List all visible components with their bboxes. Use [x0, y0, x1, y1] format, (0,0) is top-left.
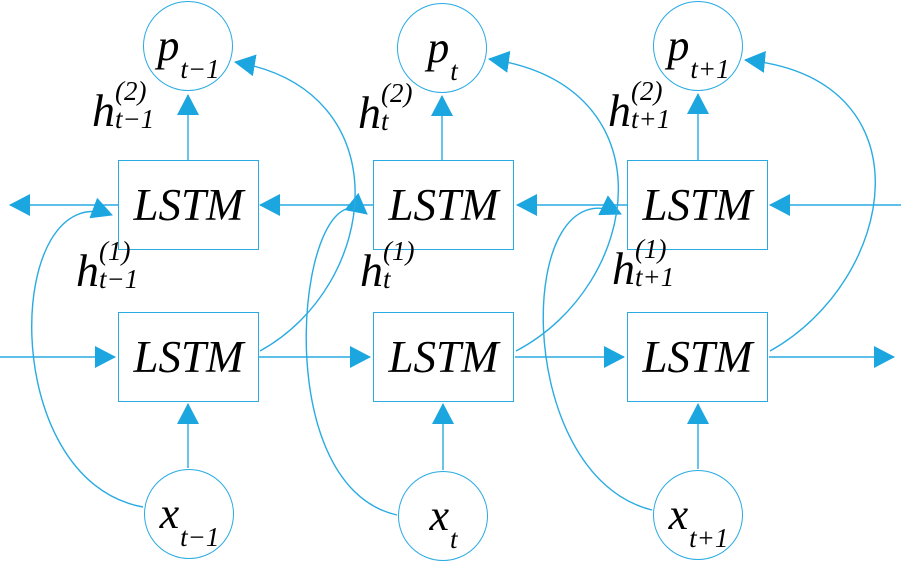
output-node-p-t: pt — [397, 3, 487, 93]
hidden-label-h1-t+1: h(1)t+1 — [612, 234, 675, 294]
backward-lstm-t: LSTM — [373, 160, 514, 250]
input-node-x-t+1: xt+1 — [653, 470, 743, 560]
input-node-x-t-1: xt−1 — [144, 469, 234, 559]
lstm-label: LSTM — [642, 331, 753, 382]
backward-lstm-t-1: LSTM — [118, 160, 259, 250]
arc-x-t+1-to-backward-lstm — [542, 195, 653, 511]
input-node-x-t: xt — [398, 471, 488, 561]
arc-forward-lstm-t+1-to-p — [744, 50, 876, 352]
lstm-label: LSTM — [133, 331, 244, 382]
lstm-label: LSTM — [388, 179, 499, 230]
input-label: xt+1 — [668, 490, 729, 553]
input-label: xt−1 — [159, 489, 220, 552]
hidden-label-h1-t-1: h(1)t−1 — [76, 236, 139, 296]
output-node-p-t-1: pt−1 — [143, 1, 233, 91]
output-label: pt — [427, 23, 458, 86]
forward-lstm-t-1: LSTM — [118, 312, 259, 402]
hidden-label-h2-t+1: h(2)t+1 — [608, 76, 671, 136]
hidden-label-h2-t-1: h(2)t−1 — [92, 76, 155, 136]
arc-x-t-to-backward-lstm — [305, 192, 398, 516]
hidden-label-h1-t: h(1)t — [360, 236, 415, 296]
lstm-label: LSTM — [642, 179, 753, 230]
output-label: pt+1 — [667, 21, 730, 84]
forward-lstm-t+1: LSTM — [627, 312, 768, 402]
arc-forward-lstm-t-to-p — [488, 50, 620, 352]
lstm-label: LSTM — [133, 179, 244, 230]
lstm-label: LSTM — [388, 331, 499, 382]
arc-forward-lstm-t-1-to-p — [234, 54, 356, 352]
backward-lstm-t+1: LSTM — [627, 160, 768, 250]
forward-lstm-t: LSTM — [373, 312, 514, 402]
output-label: pt−1 — [157, 21, 220, 84]
hidden-label-h2-t: h(2)t — [358, 78, 413, 138]
input-label: xt — [429, 491, 458, 554]
output-node-p-t+1: pt+1 — [653, 1, 743, 91]
arc-x-t-1-to-backward-lstm — [31, 197, 144, 508]
